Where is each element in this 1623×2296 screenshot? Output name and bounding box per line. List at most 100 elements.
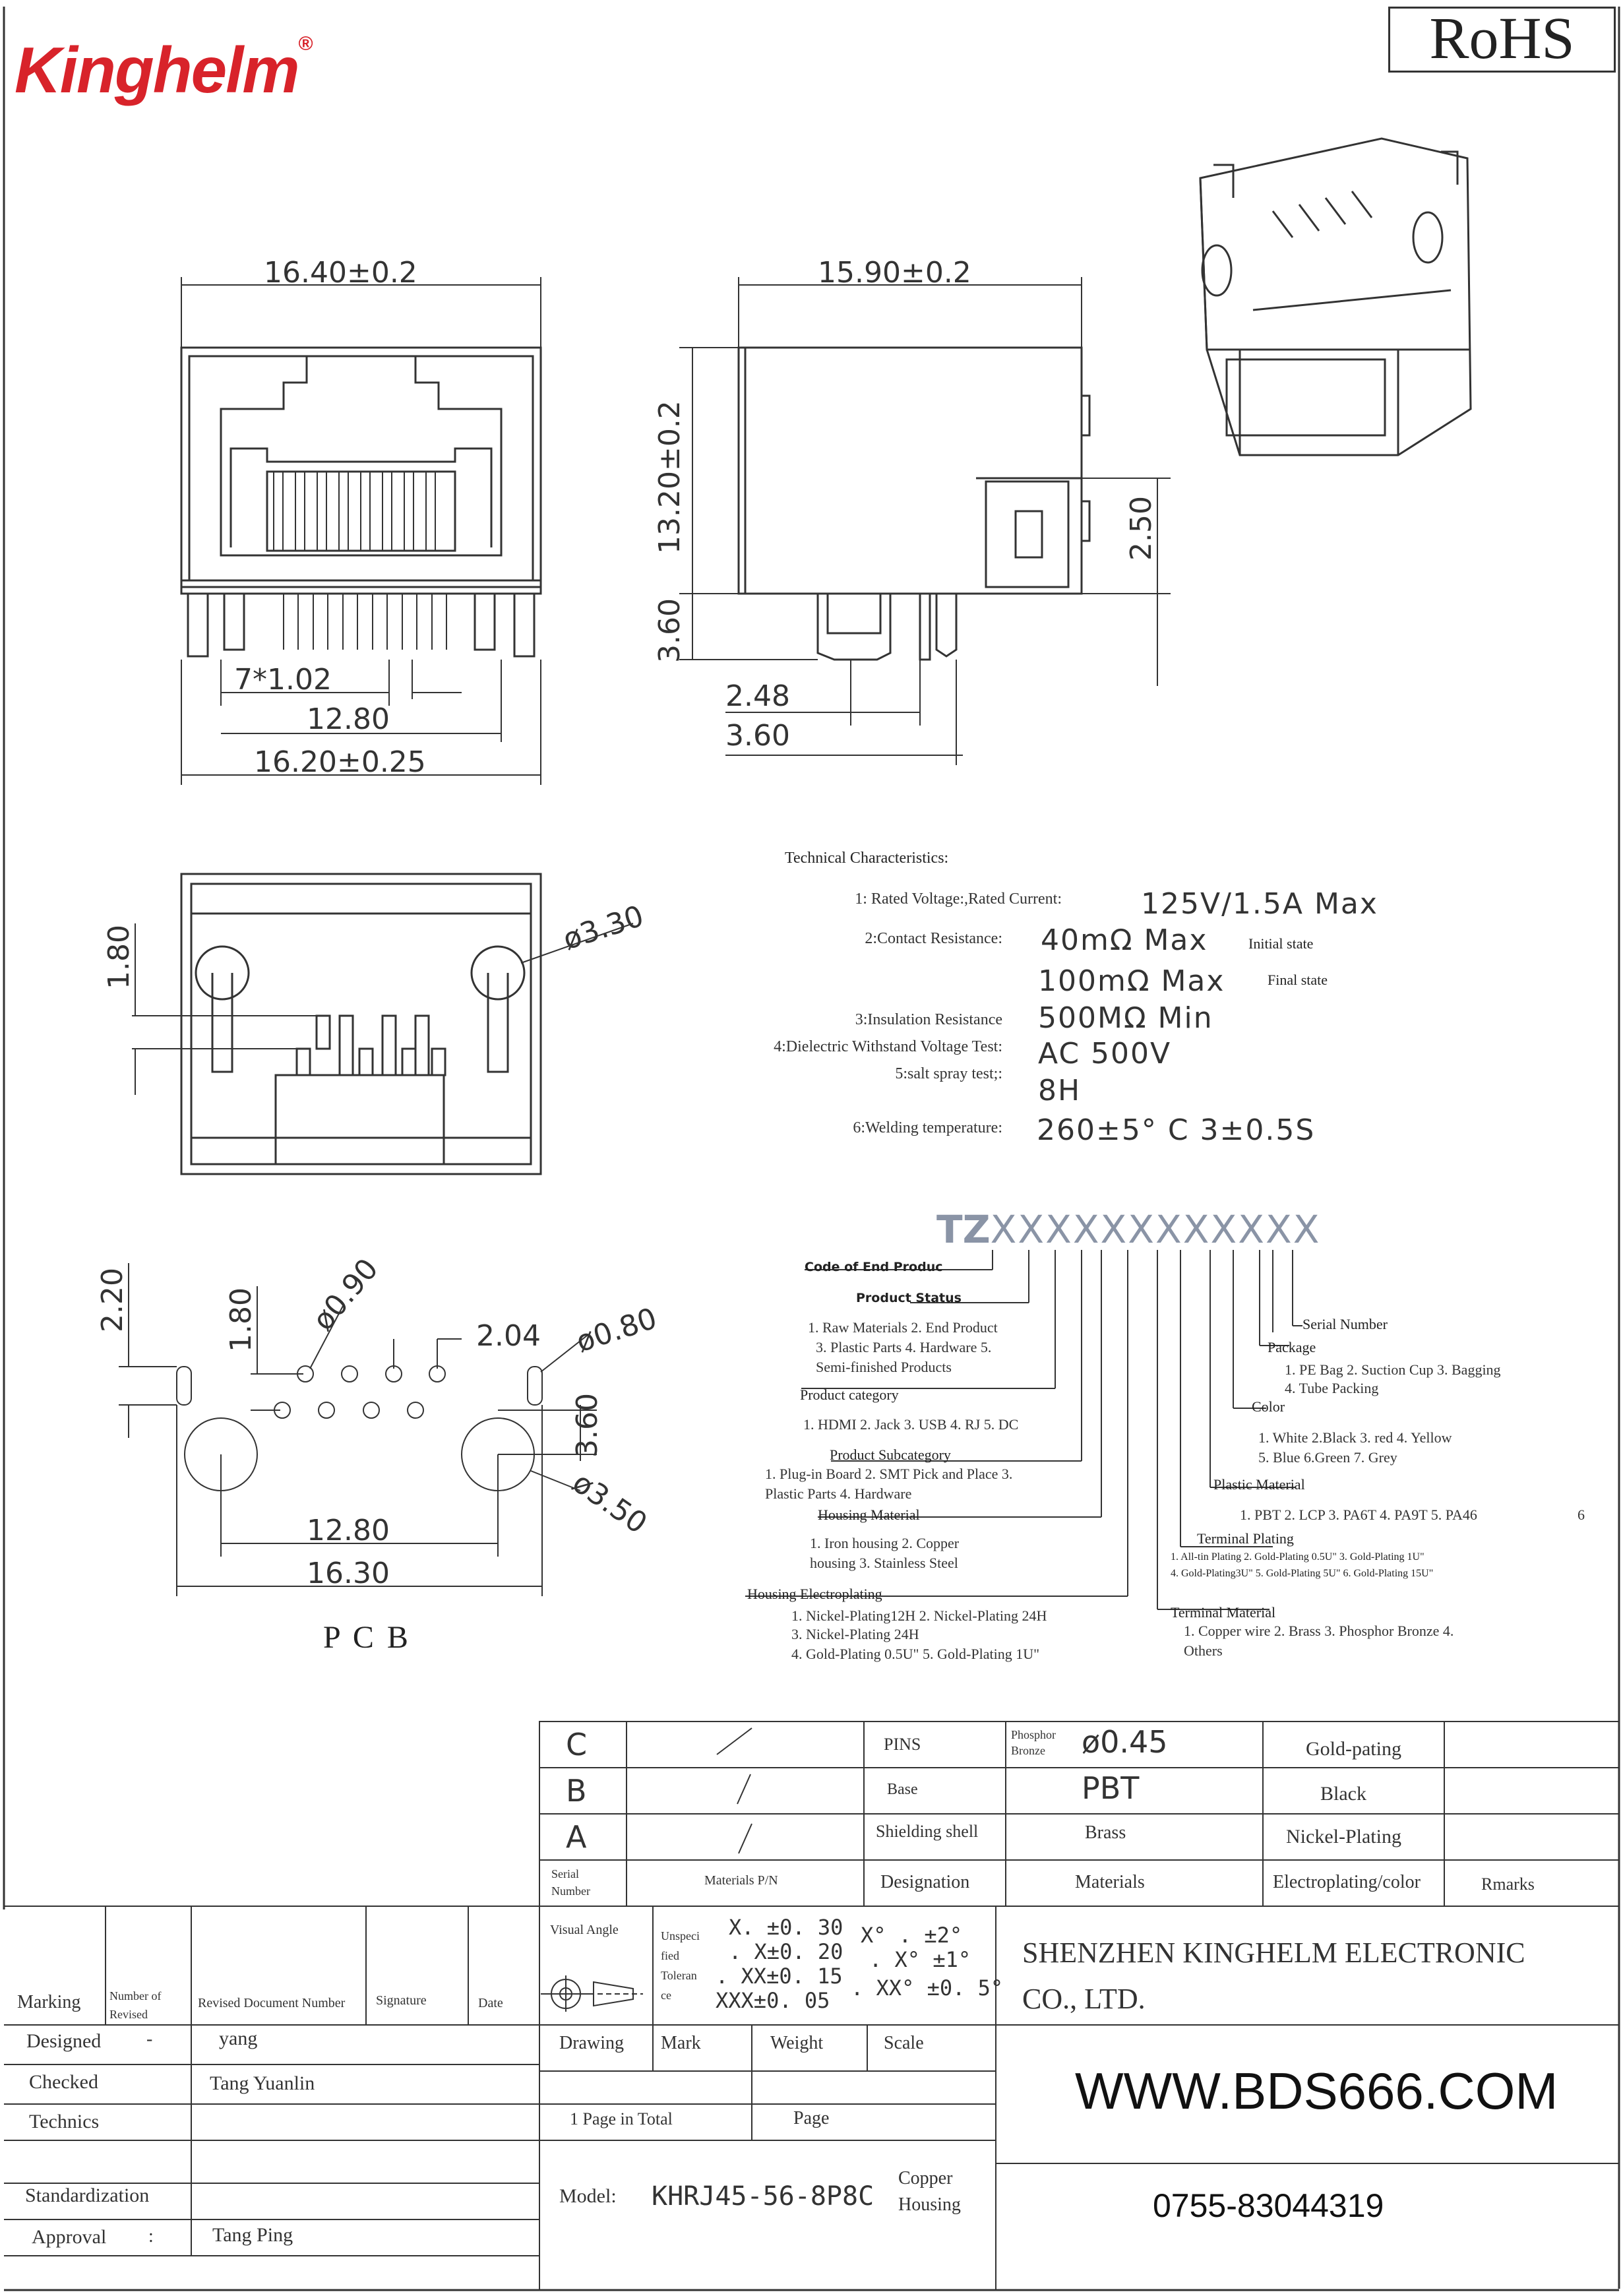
bom-h-designation: Designation: [880, 1872, 970, 1892]
bom-h-remark: Rmarks: [1481, 1875, 1535, 1894]
dim-side-b: 3.60: [725, 719, 790, 753]
tb-company-2: CO., LTD.: [1022, 1983, 1146, 2015]
tb-signature: Signature: [376, 1993, 427, 2008]
pn-package-1: 1. PE Bag 2. Suction Cup 3. Bagging: [1285, 1361, 1501, 1378]
bom-h-serial: Serial Number: [551, 1867, 590, 1898]
tb-housing-1: Copper: [898, 2168, 953, 2188]
tb-approval-by: Tang Ping: [212, 2224, 293, 2246]
tb-checked: Checked: [29, 2071, 98, 2093]
tb-unspec-3: Toleran: [661, 1969, 697, 1982]
dim-pcb-204: 2.04: [476, 1319, 541, 1353]
dim-pcb-1630: 16.30: [307, 1557, 390, 1590]
pn-color: Color: [1252, 1398, 1285, 1415]
tb-scale: Scale: [884, 2033, 924, 2053]
tb-standardization: Standardization: [25, 2185, 150, 2206]
tb-housing-2: Housing: [898, 2194, 961, 2215]
tech-value-3: 100mΩ Max: [1038, 964, 1225, 998]
partno-prefix: TZ: [936, 1207, 991, 1252]
dim-pitch: 7*1.02: [234, 663, 332, 697]
tb-page: Page: [793, 2108, 830, 2128]
pn-terminal-material: Terminal Material: [1171, 1604, 1276, 1621]
pn-terminal-plating: Terminal Plating: [1197, 1530, 1294, 1547]
tb-company-1: SHENZHEN KINGHELM ELECTRONIC: [1022, 1937, 1525, 1969]
tech-note-3: Final state: [1268, 972, 1328, 988]
tech-label-2: 2:Contact Resistance:: [865, 930, 1002, 947]
tb-unspec-4: ce: [661, 1989, 671, 2002]
dim-pcb-1280: 12.80: [307, 1514, 390, 1547]
dim-pcb-360: 3.60: [570, 1393, 604, 1458]
pn-status-3: Semi-finished Products: [816, 1359, 952, 1375]
tb-approval: Approval: [32, 2226, 107, 2248]
pn-status-2: 3. Plastic Parts 4. Hardware 5.: [816, 1339, 992, 1355]
dim-bottom-left: 3.60: [653, 598, 687, 663]
dim-base-width: 16.20±0.25: [254, 745, 426, 779]
pn-package-2: 4. Tube Packing: [1285, 1380, 1379, 1396]
dim-front-width: 16.40±0.2: [264, 256, 417, 290]
pn-sub-1: 1. Plug-in Board 2. SMT Pick and Place 3…: [765, 1466, 1013, 1482]
tb-date: Date: [478, 1996, 503, 2010]
bom-serial-b: B: [566, 1773, 587, 1809]
tb-model-label: Model:: [559, 2185, 617, 2207]
tb-num-revised: Number of Revised: [109, 1989, 162, 2021]
bom-mat-base: PBT: [1082, 1770, 1140, 1806]
dim-side-small: 2.50: [1124, 496, 1158, 561]
tech-label-5: 4:Dielectric Withstand Voltage Test:: [774, 1038, 1002, 1055]
tb-model: KHRJ45-56-8P8C: [652, 2181, 874, 2212]
pn-housing-electro: Housing Electroplating: [747, 1586, 882, 1602]
partno-code: TZXXXXXXXXXXXX: [936, 1207, 1320, 1252]
pcb-label: P C B: [323, 1620, 411, 1655]
pn-tm-1: 1. Copper wire 2. Brass 3. Phosphor Bron…: [1184, 1623, 1454, 1639]
tech-value-2: 40mΩ Max: [1041, 923, 1208, 957]
pn-package: Package: [1268, 1339, 1316, 1355]
rear-view: [132, 873, 634, 1175]
kinghelm-logo: Kinghelm®: [15, 33, 313, 106]
pcb-view: [119, 1263, 597, 1596]
tech-value-5: AC 500V: [1038, 1037, 1172, 1070]
dim-rear-hole: ø3.30: [559, 899, 648, 956]
tb-website[interactable]: WWW.BDS666.COM: [1075, 2062, 1558, 2120]
tb-tol-1: X. ±0. 30: [729, 1915, 843, 1940]
pn-code-of-end: Code of End Produc: [805, 1260, 943, 1274]
tech-value-7: 260±5° C 3±0.5S: [1037, 1113, 1316, 1147]
tb-marking: Marking: [17, 1992, 81, 2012]
pn-plastic: Plastic Material: [1213, 1476, 1305, 1493]
tb-phone: 0755-83044319: [1153, 2187, 1384, 2224]
dim-pcb-180: 1.80: [224, 1288, 258, 1352]
tb-technics: Technics: [29, 2111, 100, 2132]
bom-finish-base: Black: [1320, 1783, 1366, 1805]
tb-tol-3: . XX±0. 15: [716, 1964, 843, 1989]
tech-label-7: 6:Welding temperature:: [853, 1119, 1002, 1136]
pn-color-1: 1. White 2.Black 3. red 4. Yellow: [1258, 1429, 1452, 1446]
tb-ang-3: . XX° ±0. 5°: [851, 1975, 1004, 2001]
tech-note-2: Initial state: [1248, 935, 1314, 952]
pn-serial: Serial Number: [1302, 1316, 1388, 1332]
pn-sub-2: Plastic Parts 4. Hardware: [765, 1485, 912, 1502]
bom-h-matpn: Materials P/N: [704, 1873, 778, 1888]
tb-visual-angle: Visual Angle: [550, 1923, 619, 1937]
tb-unspec-2: fied: [661, 1949, 679, 1962]
dim-pcb-hole3: ø3.50: [567, 1466, 654, 1540]
bom-desig-pins: PINS: [884, 1735, 921, 1754]
bom-mat-shield: Brass: [1085, 1822, 1126, 1843]
tb-rev-doc: Revised Document Number: [198, 1996, 346, 2010]
tech-label-4: 3:Insulation Resistance: [855, 1011, 1002, 1028]
tb-weight: Weight: [770, 2033, 824, 2053]
tech-label-6: 5:salt spray test;:: [895, 1065, 1002, 1082]
pn-tp-2: 4. Gold-Plating3U" 5. Gold-Plating 5U" 6…: [1171, 1568, 1434, 1579]
side-view: [679, 277, 1171, 765]
title-block-grid: [4, 1906, 1619, 2290]
pn-tm-2: Others: [1184, 1642, 1223, 1659]
bom-h-materials: Materials: [1075, 1872, 1145, 1892]
front-view: [180, 277, 542, 785]
tb-mark: Mark: [661, 2033, 701, 2053]
bom-desig-base: Base: [887, 1781, 918, 1798]
logo-text: Kinghelm: [15, 34, 299, 106]
rohs-box: RoHS: [1388, 6, 1616, 73]
pn-electro-3: 4. Gold-Plating 0.5U" 5. Gold-Plating 1U…: [791, 1646, 1040, 1662]
pn-color-2: 5. Blue 6.Green 7. Grey: [1258, 1449, 1397, 1466]
dim-pcb-hole2: ø0.80: [572, 1301, 661, 1359]
pn-category-opts: 1. HDMI 2. Jack 3. USB 4. RJ 5. DC: [803, 1416, 1019, 1433]
pn-category: Product category: [800, 1386, 899, 1403]
bom-mat-pre: Phosphor Bronze: [1011, 1728, 1056, 1757]
pn-plastic-extra: 6: [1577, 1506, 1585, 1523]
